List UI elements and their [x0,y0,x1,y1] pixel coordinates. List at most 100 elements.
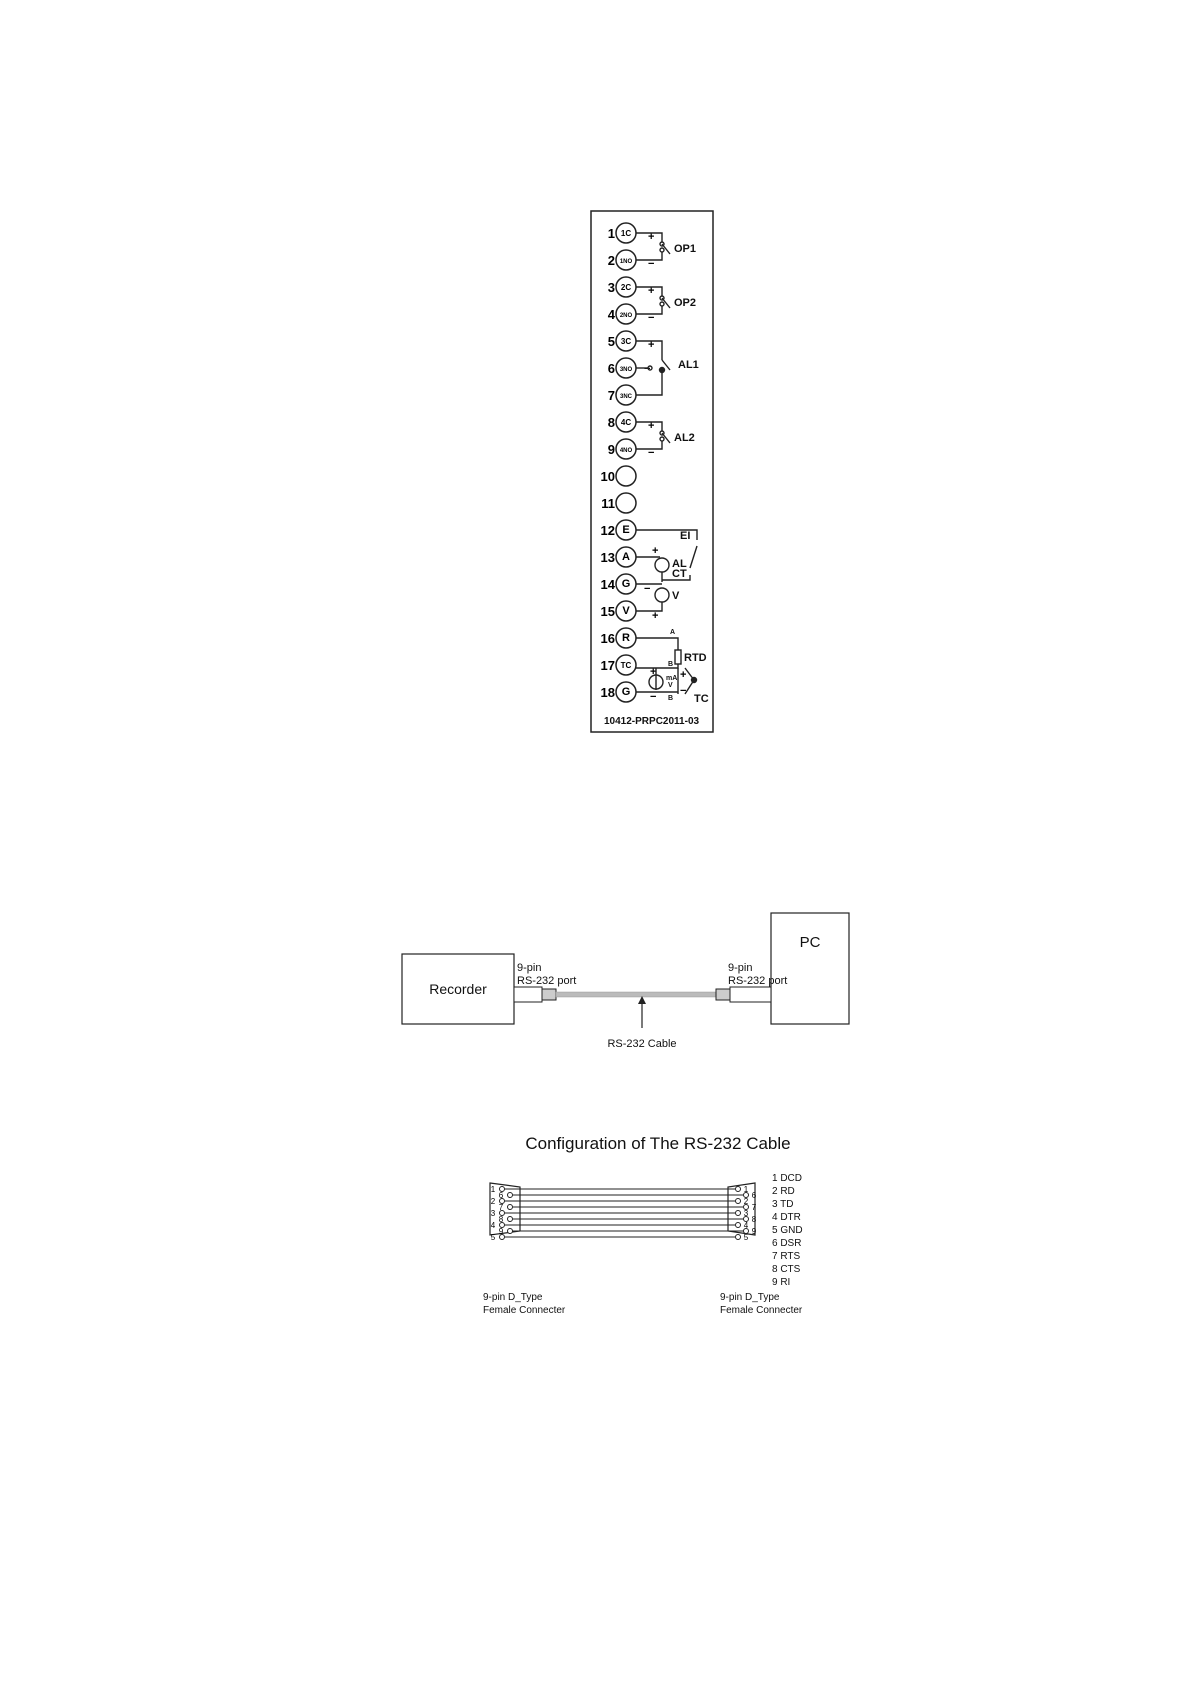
terminal-tag: 1C [621,229,631,238]
pin-contact [743,1216,749,1222]
terminal-tag: 2NO [620,313,633,319]
pin-number-left: 5 [491,1233,496,1242]
polarity-sign: − [644,583,650,595]
tc-label: TC [694,693,709,705]
connection-diagram: Recorder PC 9-pin RS-232 port 9-pin RS-2… [401,912,850,1050]
rtd-b2-label: B [668,695,673,702]
pin-contact [507,1228,513,1234]
pin-contact [735,1234,741,1240]
rtd-b-label: B [668,661,673,668]
pin-number-right: 6 [752,1191,757,1200]
al-ct-label: AL [672,558,687,570]
pin-contact [499,1186,505,1192]
pin-number-right: 5 [744,1233,749,1242]
terminal-tag: 2C [621,283,631,292]
terminal-number: 9 [608,442,615,457]
pin-9-label: 9 RI [772,1277,790,1288]
pin-1-label: 1 DCD [772,1173,802,1184]
terminal-number: 6 [608,361,615,376]
pin-number-left: 1 [491,1185,496,1194]
pc-box [770,912,850,1025]
terminal-number: 8 [608,415,615,430]
polarity-sign: − [648,447,654,459]
terminal-number: 16 [601,631,615,646]
pin-contact [499,1234,505,1240]
v-label: V [672,590,680,602]
pin-contact [735,1210,741,1216]
polarity-sign: + [652,545,658,557]
al1-label: AL1 [678,359,699,371]
pin-number-left: 3 [491,1209,496,1218]
polarity-sign: + [648,420,654,432]
cable-config-title: Configuration of The RS-232 Cable [525,1134,790,1153]
terminal-number: 2 [608,253,615,268]
terminal-screw [615,654,637,676]
terminal-tag: V [622,605,630,617]
ma-v-label: V [668,682,673,689]
polarity-sign: + [650,666,656,678]
pin-number-left: 7 [499,1203,504,1212]
terminal-number: 18 [601,685,615,700]
polarity-sign: + [648,231,654,243]
pin-legend: 1 DCD 2 RD 3 TD 4 DTR 5 GND 6 DSR 7 RTS … [772,1173,803,1288]
terminal-tag: R [622,632,630,644]
pin-number-right: 8 [752,1215,757,1224]
pin-contact [743,1204,749,1210]
right-plug [715,986,772,1003]
pin-contact [735,1186,741,1192]
pin-5-label: 5 GND [772,1225,803,1236]
terminal-tag: 3NO [620,367,633,373]
part-code: 10412-PRPC2011-03 [604,716,700,727]
terminal-screw [615,492,637,514]
rs232-cable [555,991,717,998]
pin-number-right: 3 [744,1209,749,1218]
terminal-number: 1 [608,226,615,241]
terminal-tag: G [622,578,631,590]
terminal-number: 4 [608,307,616,322]
pin-number-left: 2 [491,1197,496,1206]
polarity-sign: − [644,363,650,375]
ma-label: mA [666,675,677,682]
pin-7-label: 7 RTS [772,1251,800,1262]
terminal-tag: TC [621,661,632,670]
terminal-number: 3 [608,280,615,295]
rtd-label: RTD [684,652,707,664]
pin-number-left: 6 [499,1191,504,1200]
polarity-sign: − [648,258,654,270]
pin-number-right: 7 [752,1203,757,1212]
pin-contact [499,1198,505,1204]
left-port-label-line2: RS-232 port [517,975,576,987]
pin-contact [507,1204,513,1210]
terminal-number: 15 [601,604,615,619]
terminal-number: 10 [601,469,615,484]
terminal-number: 14 [601,577,616,592]
terminal-panel-border [590,210,714,733]
pin-2-label: 2 RD [772,1186,795,1197]
rtd-a-label: A [670,629,675,636]
terminal-number: 7 [608,388,615,403]
polarity-sign: + [680,669,686,681]
polarity-sign: + [648,285,654,297]
cable-label: RS-232 Cable [607,1038,676,1050]
left-plug [513,986,557,1003]
polarity-sign: − [680,685,686,697]
terminal-number: 12 [601,523,615,538]
terminal-tag: 4C [621,418,631,427]
pin-contact [743,1192,749,1198]
pin-number-left: 4 [491,1221,496,1230]
al1-relay [636,340,671,396]
terminal-number: 17 [601,658,615,673]
pin-contact [499,1222,505,1228]
pin-3-label: 3 TD [772,1199,794,1210]
left-connector-caption-line2: Female Connecter [483,1305,566,1316]
terminal-number: 13 [601,550,615,565]
polarity-sign: + [652,610,658,622]
terminal-labels: OP1 OP2 AL1 AL2 EI AL CT V RTD TC mA V A… [604,243,709,727]
polarity-sign: − [648,312,654,324]
al2-relay [636,421,671,450]
terminal-tag: G [622,686,631,698]
pin-8-label: 8 CTS [772,1264,801,1275]
